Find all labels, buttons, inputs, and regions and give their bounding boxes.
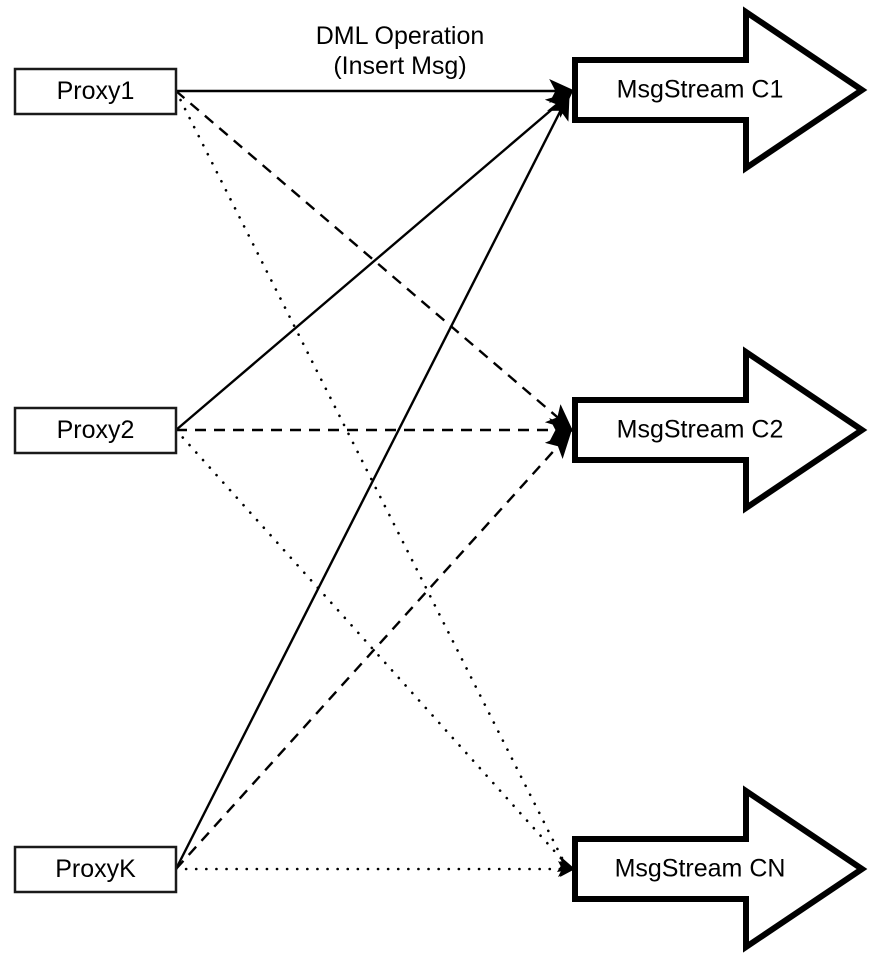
edge-proxy2-to-cn: [174, 428, 568, 866]
channel-msgstream-c1-label: MsgStream C1: [617, 76, 784, 104]
channel-msgstream-cn[interactable]: MsgStream CN: [572, 785, 868, 953]
producer-proxyk-label: ProxyK: [55, 855, 136, 883]
channel-msgstream-cn-label: MsgStream CN: [615, 855, 786, 883]
channel-msgstream-c1[interactable]: MsgStream C1: [572, 6, 868, 174]
channel-msgstream-c1-shape[interactable]: [572, 6, 868, 174]
producer-proxyk[interactable]: ProxyK: [13, 845, 178, 894]
producer-proxyk-box[interactable]: [13, 845, 178, 894]
edge-proxy2-to-c1: [175, 91, 573, 431]
dml-operation-label-line1: DML Operation: [316, 22, 485, 50]
channel-msgstream-cn-shape[interactable]: [572, 785, 868, 953]
dml-operation-label-line2: (Insert Msg): [333, 52, 466, 80]
edge-proxyk-to-c1: [174, 92, 570, 870]
edge-layer: [174, 79, 576, 877]
edge-proxyk-to-cn-arrowhead: [558, 861, 575, 877]
dml-operation-label: DML Operation (Insert Msg): [316, 22, 485, 80]
channel-msgstream-c2[interactable]: MsgStream C2: [572, 346, 868, 514]
producer-proxy2[interactable]: Proxy2: [13, 406, 178, 455]
producer-proxy1[interactable]: Proxy1: [13, 67, 178, 116]
edge-proxy1-to-cn: [174, 89, 568, 868]
producer-proxy1-label: Proxy1: [57, 77, 135, 105]
edge-proxyk-to-c2: [175, 431, 572, 870]
producer-proxy1-box[interactable]: [13, 67, 178, 116]
edge-proxy1-to-c2: [175, 90, 573, 431]
producer-proxy2-label: Proxy2: [57, 416, 135, 444]
channel-msgstream-c2-shape[interactable]: [572, 346, 868, 514]
channel-msgstream-c2-label: MsgStream C2: [617, 416, 784, 444]
producer-proxy2-box[interactable]: [13, 406, 178, 455]
